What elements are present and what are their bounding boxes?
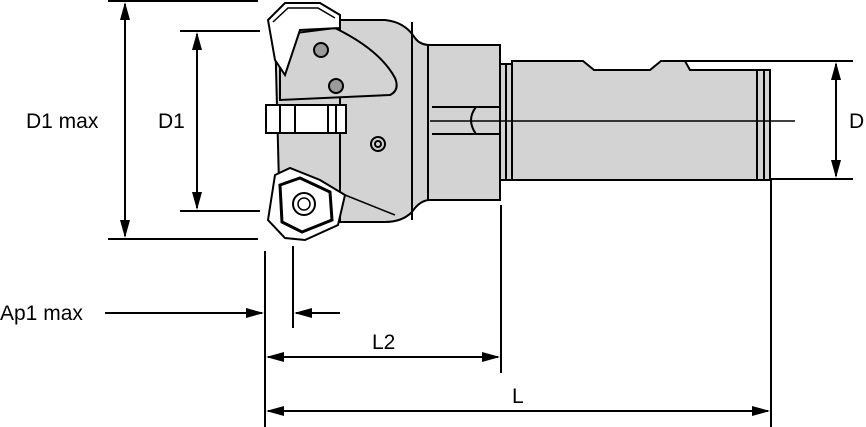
- top-insert: [266, 2, 341, 78]
- ap1max-label: Ap1 max: [0, 302, 83, 325]
- clamp-screw-2: [328, 78, 344, 94]
- wiper-insert: [265, 104, 347, 134]
- l2-label: L2: [372, 331, 396, 354]
- insert-seat-pocket: [279, 26, 398, 102]
- d-label: D: [849, 110, 865, 133]
- arrow-d-top: [831, 62, 841, 80]
- d1max-label: D1 max: [26, 110, 99, 133]
- arrow-l-right: [752, 406, 770, 416]
- arrow-d1max-top: [120, 2, 130, 20]
- arrow-l-left: [266, 406, 284, 416]
- arrow-ap1-left: [246, 308, 264, 318]
- arrow-d1max-bottom: [120, 220, 130, 238]
- cutter-head: [265, 2, 398, 242]
- clamp-screw-1: [313, 42, 329, 58]
- d1-label: D1: [158, 110, 185, 133]
- arrow-ap1-right: [294, 308, 312, 318]
- arrow-d-bottom: [831, 160, 841, 178]
- arrow-l2-right: [482, 352, 500, 362]
- arrow-d1-bottom: [192, 192, 202, 210]
- arrow-d1-top: [192, 32, 202, 50]
- arrow-l2-left: [266, 352, 284, 362]
- l-label: L: [512, 385, 524, 408]
